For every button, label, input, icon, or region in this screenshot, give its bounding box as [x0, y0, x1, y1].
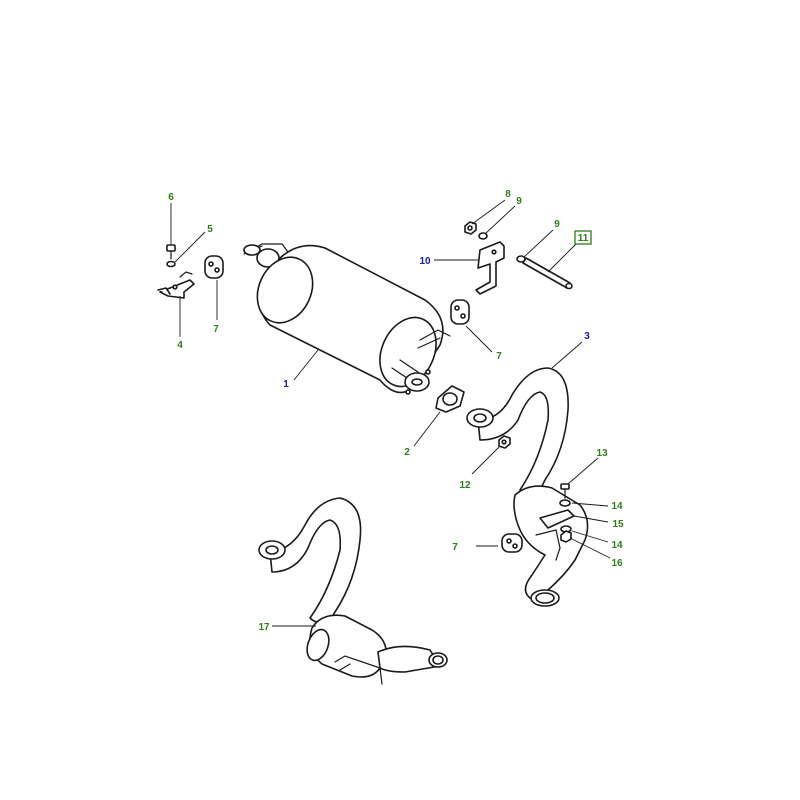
callout-labels: 1 2 3 4 5 6 7 7 7 8 9 9 10 11 12 13 14 1…	[168, 189, 624, 633]
callout-16: 16	[611, 558, 623, 569]
callout-10: 10	[419, 256, 431, 267]
washer-part-14-a[interactable]	[559, 499, 571, 507]
washer-part-5[interactable]	[166, 260, 176, 268]
silencer-part-1[interactable]	[243, 243, 451, 396]
callout-3: 3	[584, 331, 590, 342]
callout-13: 13	[596, 448, 608, 459]
callout-14-a: 14	[611, 501, 623, 512]
callout-14-b: 14	[611, 540, 623, 551]
bracket-part-4[interactable]	[157, 271, 195, 299]
rubber-mount-part-7-a[interactable]	[204, 255, 224, 279]
washer-part-9-a[interactable]	[478, 232, 488, 240]
callout-7-a: 7	[213, 324, 219, 335]
pipe-part-3[interactable]	[466, 367, 569, 495]
callout-11: 11	[578, 233, 589, 244]
callout-8: 8	[505, 189, 511, 200]
callout-17: 17	[258, 622, 270, 633]
nut-part-12[interactable]	[498, 435, 511, 449]
callout-9-b: 9	[554, 219, 560, 230]
hanger-bracket-part-10[interactable]	[475, 241, 505, 295]
callout-2: 2	[404, 447, 410, 458]
callout-4: 4	[177, 340, 183, 351]
bolt-part-13[interactable]	[560, 483, 570, 499]
rubber-mount-part-7-c[interactable]	[501, 533, 523, 553]
callout-5: 5	[207, 224, 213, 235]
callout-1: 1	[283, 379, 289, 390]
stud-part-11[interactable]	[522, 257, 573, 290]
callout-15: 15	[612, 519, 624, 530]
gasket-part-2[interactable]	[435, 385, 465, 413]
callout-7-c: 7	[452, 542, 458, 553]
tail-pipe-part-17[interactable]	[258, 497, 448, 685]
rear-silencer-assembly[interactable]	[513, 485, 589, 607]
callout-12: 12	[459, 480, 471, 491]
leader-lines	[170, 199, 611, 627]
callout-6: 6	[168, 192, 174, 203]
callout-11-box	[574, 230, 592, 245]
bolt-part-6[interactable]	[166, 244, 176, 260]
nut-part-8[interactable]	[464, 221, 477, 235]
rubber-mount-part-7-b[interactable]	[450, 299, 470, 325]
callout-7-b: 7	[496, 351, 502, 362]
callout-9-a: 9	[516, 196, 522, 207]
